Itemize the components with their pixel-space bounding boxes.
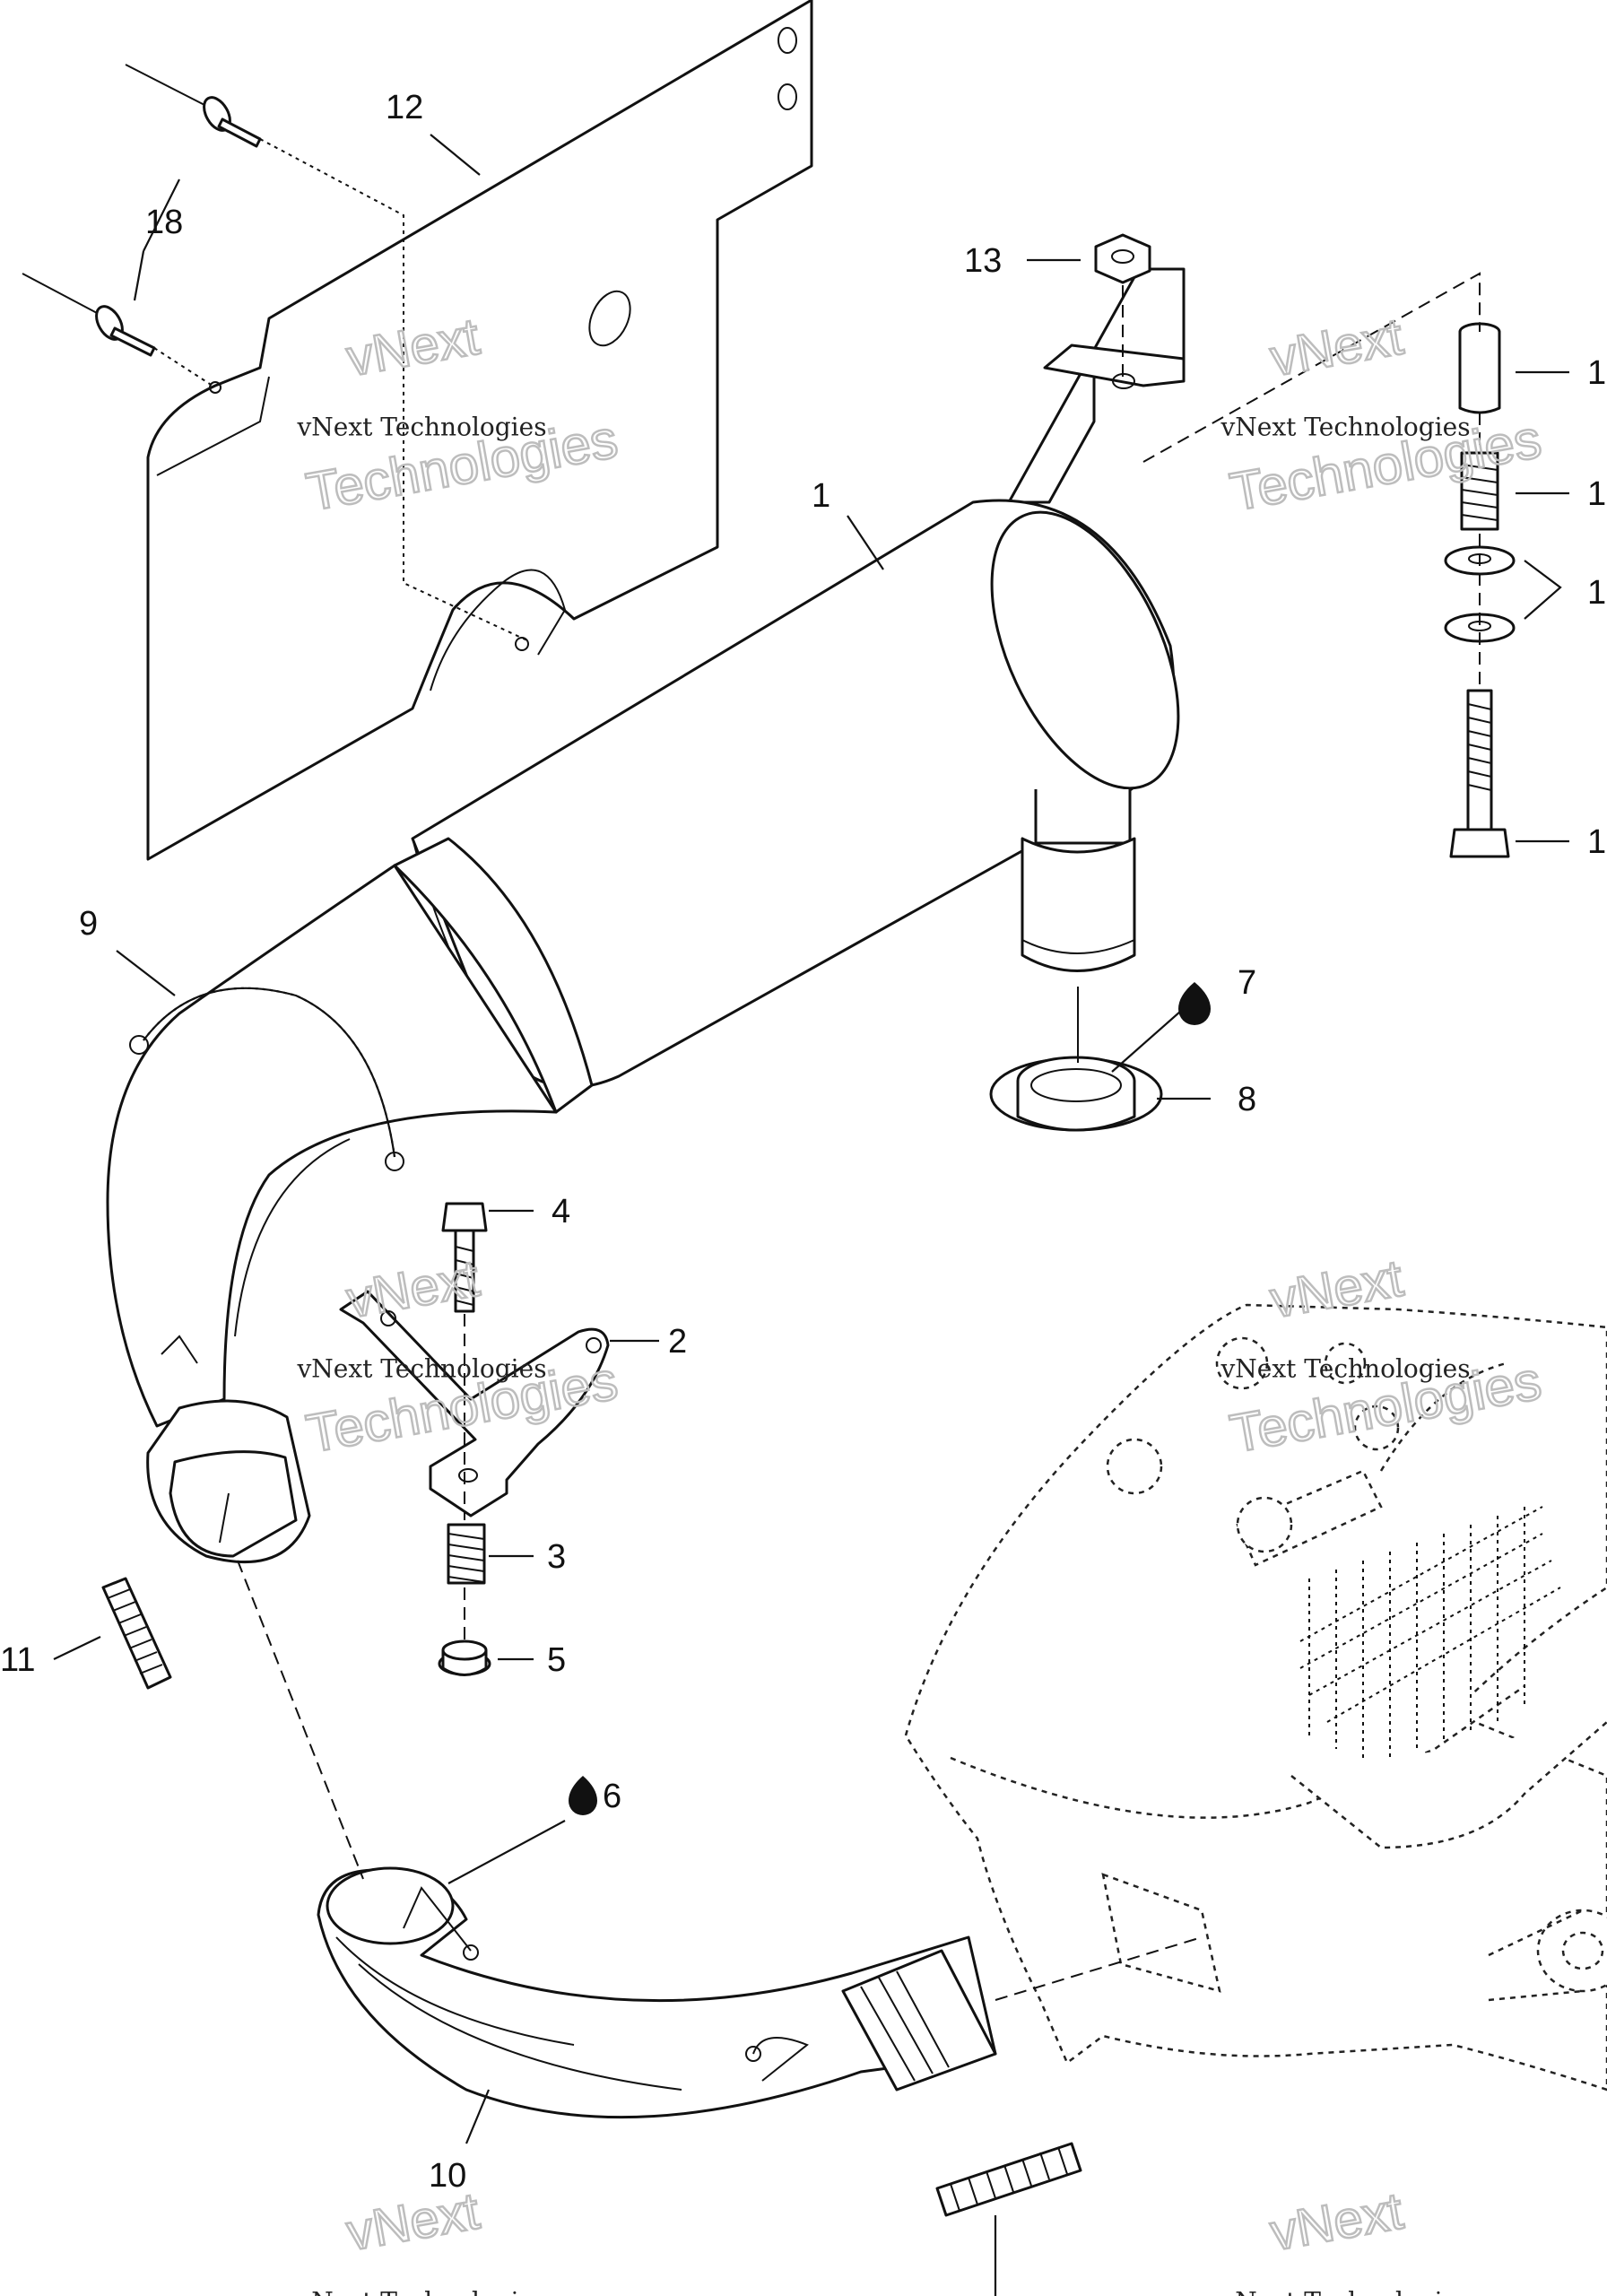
callout-5: 5 [547, 1641, 566, 1679]
bolt-4 [441, 1202, 488, 1313]
callout-13: 13 [964, 242, 1002, 280]
lubricant-drop-icon [1178, 982, 1211, 1025]
callout-7: 7 [1238, 964, 1256, 1002]
callout-right-1b: 1 [1587, 475, 1606, 513]
callout-9: 9 [79, 905, 98, 943]
spring-11 [101, 1577, 172, 1690]
svg-text:vNext: vNext [343, 2181, 483, 2262]
watermark-upper-left: vNext vNext Technologies Technologies [296, 306, 622, 523]
rubber-seal-8 [989, 1056, 1163, 1132]
exhaust-pipe-upper-bend [106, 864, 558, 1563]
lubricant-drop-icon [569, 1776, 597, 1815]
rivet-lower [22, 273, 156, 357]
svg-text:vNext Technologies: vNext Technologies [296, 2287, 546, 2296]
callout-10: 10 [429, 2157, 466, 2195]
watermark-bottom-left: vNext vNext Technologies [296, 2180, 546, 2296]
rivet-upper [125, 64, 262, 148]
callout-4: 4 [552, 1193, 570, 1231]
svg-text:vNext Technologies: vNext Technologies [296, 413, 546, 442]
callout-8: 8 [1238, 1081, 1256, 1118]
spring-9 [129, 987, 404, 1171]
assembly-guide-lines [153, 138, 1481, 2001]
spring-3 [447, 1523, 486, 1585]
heat-shield-plate [146, 0, 813, 861]
svg-text:vNext Technologies: vNext Technologies [1220, 413, 1470, 442]
bolt-right [1449, 689, 1510, 858]
svg-text:vNext: vNext [1266, 307, 1407, 387]
callout-18: 18 [145, 204, 183, 241]
callout-3: 3 [547, 1538, 566, 1576]
flange-nut-5 [438, 1639, 491, 1676]
callout-12: 12 [386, 89, 423, 126]
callout-right-1d: 1 [1587, 823, 1606, 861]
svg-text:vNext Technologies: vNext Technologies [296, 1354, 546, 1384]
spring-right [1460, 451, 1499, 531]
watermark-bottom-right: vNext vNext Technologies [1220, 2180, 1470, 2296]
svg-text:vNext Technologies: vNext Technologies [1220, 2287, 1470, 2296]
callout-2: 2 [668, 1323, 687, 1361]
muffler [393, 267, 1186, 1114]
spacer-sleeve [1458, 322, 1501, 414]
mount-bracket-2 [339, 1290, 610, 1518]
callout-6: 6 [603, 1778, 621, 1815]
callout-11: 11 [0, 1641, 35, 1679]
spring-bottom [935, 2142, 1082, 2296]
nut-13 [1094, 233, 1151, 284]
svg-text:vNext: vNext [343, 1248, 483, 1329]
exhaust-pipe-10 [317, 1866, 997, 2119]
callout-1: 1 [812, 477, 830, 515]
leader-lines [53, 134, 1569, 2144]
callout-right-1c: 1 [1587, 574, 1606, 612]
engine-outline [904, 1303, 1607, 2092]
callout-labels: 12 18 13 1 9 7 8 4 2 3 5 11 6 10 1 1 1 1 [0, 89, 1606, 2195]
svg-text:vNext: vNext [1266, 2181, 1407, 2262]
callout-right-1a: 1 [1587, 354, 1606, 392]
svg-text:vNext Technologies: vNext Technologies [1220, 1354, 1470, 1384]
